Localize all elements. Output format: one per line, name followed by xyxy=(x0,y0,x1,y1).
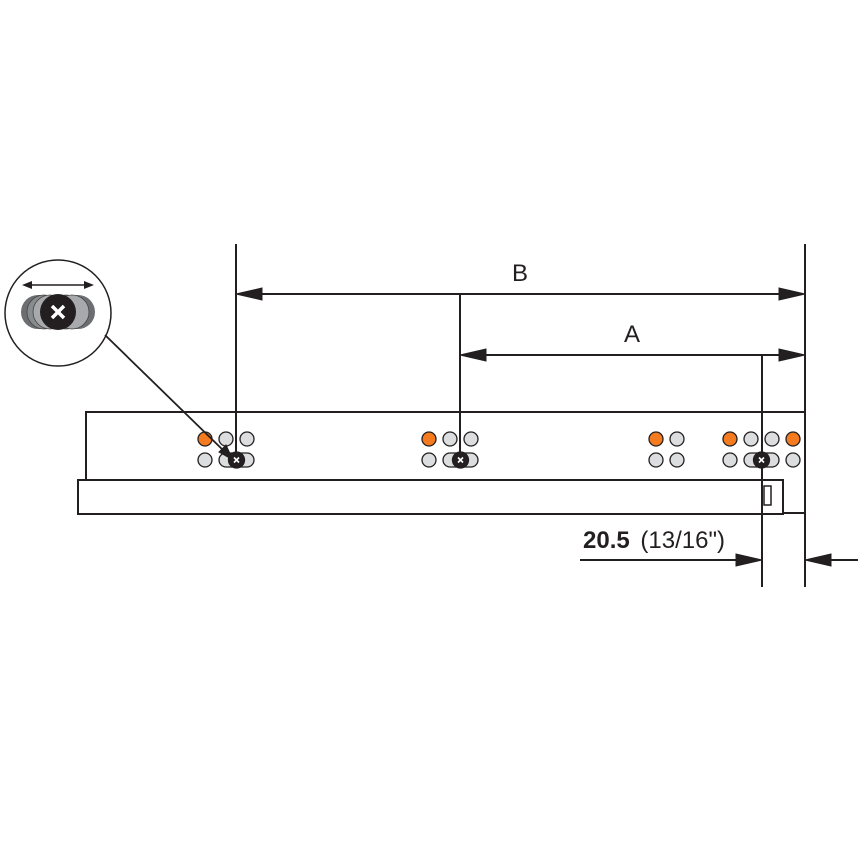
hole-gray xyxy=(648,452,664,468)
hole-gray xyxy=(197,452,213,468)
hole-gray xyxy=(669,452,685,468)
hole-gray xyxy=(785,452,801,468)
hole-gray xyxy=(442,431,458,447)
adjustable-slot-screw-icon xyxy=(4,259,112,367)
dimension-a xyxy=(459,348,806,362)
mounting-holes xyxy=(197,431,801,469)
hole-gray xyxy=(463,431,479,447)
hole-gray xyxy=(722,452,738,468)
hole-orange xyxy=(421,431,437,447)
hole-gray xyxy=(764,431,780,447)
hole-orange xyxy=(785,431,801,447)
hole-gray xyxy=(218,431,234,447)
hole-gray xyxy=(669,431,685,447)
hole-gray xyxy=(239,431,255,447)
offset-imperial: (13/16") xyxy=(640,527,725,554)
dimension-a-label: A xyxy=(624,321,640,348)
lower-rail xyxy=(77,479,784,515)
rail-slot xyxy=(763,485,772,506)
dimension-offset xyxy=(580,553,858,567)
hole-orange xyxy=(197,431,213,447)
callout-leader xyxy=(104,334,235,462)
hole-gray xyxy=(421,452,437,468)
offset-label: 20.5 (13/16") xyxy=(583,527,725,554)
offset-value: 20.5 xyxy=(583,527,630,554)
hole-gray xyxy=(743,431,759,447)
hole-orange xyxy=(722,431,738,447)
upper-rail xyxy=(85,411,806,514)
dimension-b xyxy=(235,287,806,301)
hole-orange xyxy=(648,431,664,447)
dimension-b-label: B xyxy=(512,260,528,287)
